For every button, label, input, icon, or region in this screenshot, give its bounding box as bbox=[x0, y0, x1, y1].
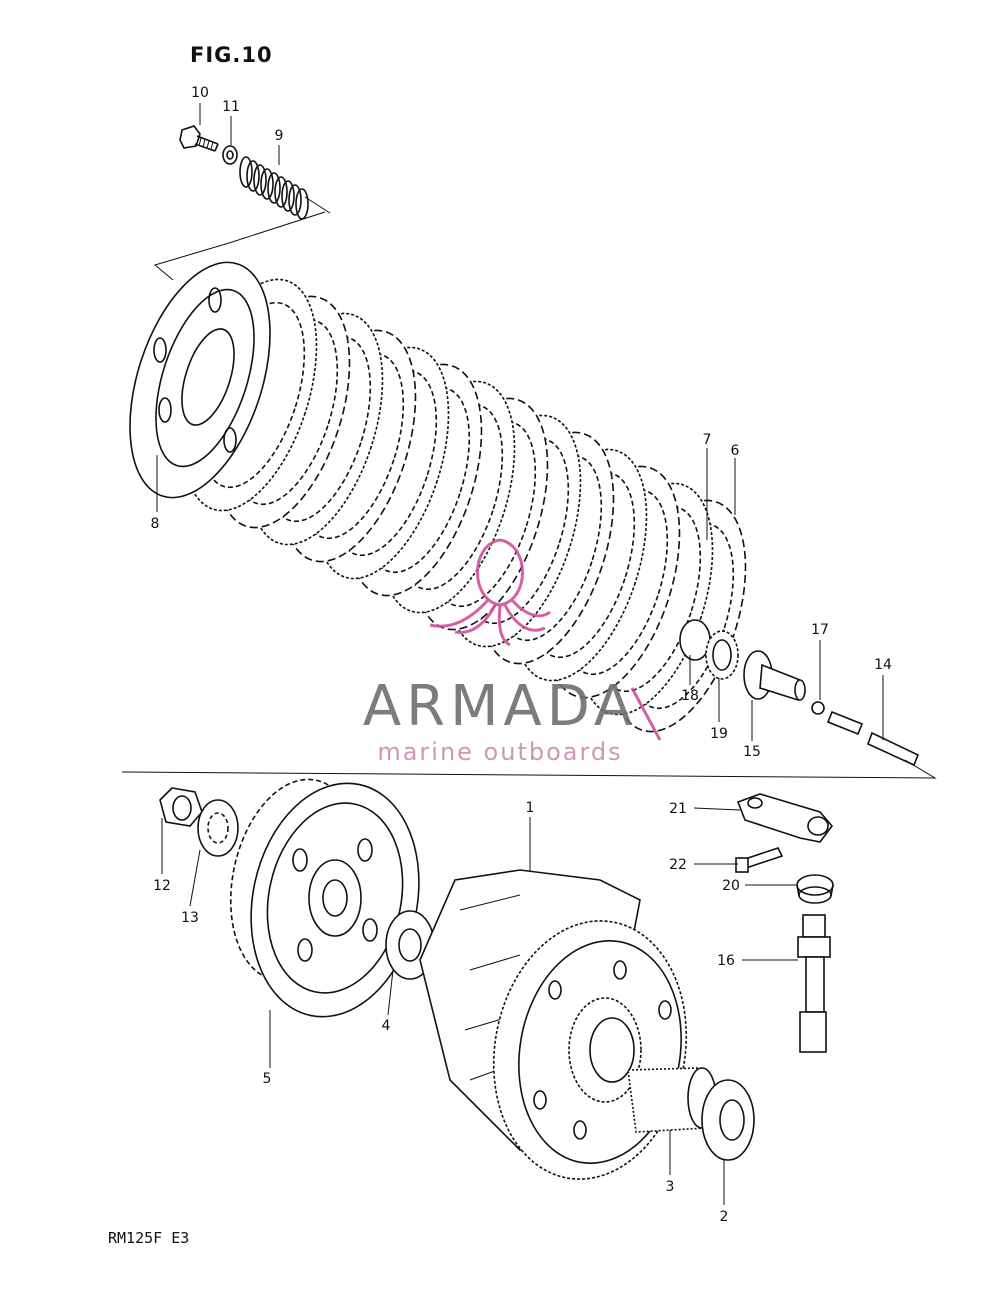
callout-11: 11 bbox=[222, 99, 240, 115]
spring-coil bbox=[253, 164, 267, 196]
release-shaft-icon bbox=[797, 914, 831, 1053]
callout-18: 18 bbox=[681, 688, 699, 704]
callout-9: 9 bbox=[275, 128, 284, 144]
callout-20: 20 bbox=[722, 878, 740, 894]
figure-title: FIG.10 bbox=[190, 43, 273, 67]
octopus-logo-icon bbox=[429, 538, 551, 647]
spring-coil bbox=[281, 180, 295, 212]
leader-4 bbox=[387, 969, 394, 1016]
spring-coil bbox=[295, 188, 309, 220]
nut-icon bbox=[159, 787, 203, 827]
push-piece-icon bbox=[743, 650, 806, 702]
callout-1: 1 bbox=[526, 800, 535, 816]
armada-logo: ARMADA marine outboards bbox=[363, 538, 662, 766]
bracket-tick bbox=[304, 196, 331, 214]
leader-13 bbox=[189, 849, 201, 907]
release-arm-icon bbox=[736, 793, 834, 843]
callout-2: 2 bbox=[720, 1209, 729, 1225]
lock-washer-icon bbox=[197, 799, 239, 857]
callout-14: 14 bbox=[874, 657, 892, 673]
spring-coil bbox=[260, 168, 274, 200]
callout-13: 13 bbox=[181, 910, 199, 926]
sleeve-hub-icon bbox=[229, 778, 420, 1018]
callout-8: 8 bbox=[151, 516, 160, 532]
thrust-bearing-icon bbox=[705, 630, 739, 680]
assembly-bracket-upper bbox=[153, 211, 326, 281]
callout-21: 21 bbox=[669, 801, 687, 817]
steel-ball-icon bbox=[811, 701, 825, 715]
spring-coil bbox=[239, 156, 253, 188]
assembly-bracket-lower bbox=[121, 759, 937, 779]
clutch-housing-icon bbox=[419, 869, 688, 1180]
spring-coil bbox=[274, 176, 288, 208]
callout-4: 4 bbox=[382, 1018, 391, 1034]
washer-icon bbox=[222, 145, 238, 165]
callout-19: 19 bbox=[710, 726, 728, 742]
watermark-brand: ARMADA bbox=[363, 674, 637, 739]
watermark-tagline: marine outboards bbox=[377, 738, 622, 766]
callout-6: 6 bbox=[731, 443, 740, 459]
callout-12: 12 bbox=[153, 878, 171, 894]
clutch-plate-stack bbox=[182, 278, 747, 733]
push-rod-icon bbox=[826, 710, 920, 767]
clutch-bolt-icon bbox=[179, 125, 219, 152]
spring-coil bbox=[267, 172, 281, 204]
leader-21 bbox=[693, 807, 741, 811]
bush-icon bbox=[796, 874, 834, 904]
arm-bolt-icon bbox=[735, 847, 784, 873]
callout-15: 15 bbox=[743, 744, 761, 760]
logo-accent-stroke bbox=[630, 687, 662, 741]
model-code: RM125F E3 bbox=[108, 1229, 189, 1247]
callout-3: 3 bbox=[666, 1179, 675, 1195]
callout-22: 22 bbox=[669, 857, 687, 873]
callout-10: 10 bbox=[191, 85, 209, 101]
callout-17: 17 bbox=[811, 622, 829, 638]
spring-coil bbox=[288, 184, 302, 216]
callout-16: 16 bbox=[717, 953, 735, 969]
thrust-washer-2-icon bbox=[701, 1079, 755, 1161]
thrust-washer-icon bbox=[679, 619, 711, 661]
pressure-disc-icon bbox=[129, 261, 271, 499]
callout-7: 7 bbox=[703, 432, 712, 448]
callout-5: 5 bbox=[263, 1071, 272, 1087]
spring-coil bbox=[246, 160, 260, 192]
clutch-spring-icon bbox=[239, 156, 309, 220]
